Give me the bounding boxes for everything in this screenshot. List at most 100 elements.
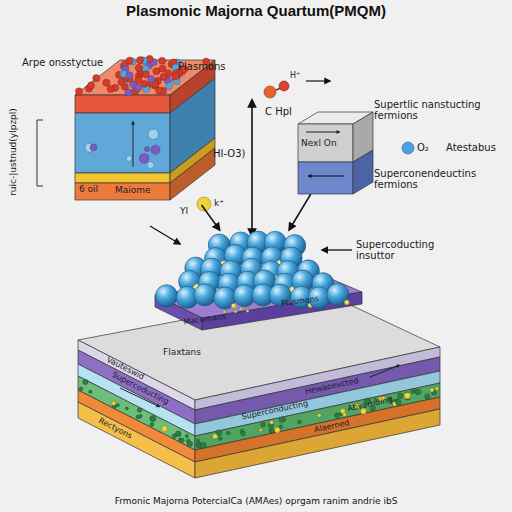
plasmon-ball	[93, 75, 100, 82]
fermion-sphere	[280, 247, 302, 269]
fermion-sphere	[179, 271, 201, 293]
layer-dot	[196, 439, 200, 443]
slab-layer	[78, 350, 195, 424]
plasmon-ball	[121, 83, 128, 90]
plasmon-ball	[164, 77, 171, 84]
node-label: Superconducting	[241, 400, 309, 423]
layer-dot	[365, 399, 371, 405]
ion-ball	[197, 197, 211, 211]
sphere-group	[156, 231, 350, 309]
bond-line	[276, 87, 283, 90]
annotation-label: k⁺	[214, 199, 224, 209]
plasmon-ball	[132, 87, 139, 94]
plasmon-ball	[173, 76, 180, 83]
bracket-tick	[37, 186, 43, 187]
top-face	[298, 112, 373, 124]
node-label: Alaerned	[314, 419, 351, 435]
plasmon-ball	[165, 82, 172, 89]
layer-dot	[308, 289, 311, 292]
layer-dot	[355, 404, 360, 409]
fermion-sphere	[253, 270, 275, 292]
layer-dot	[340, 409, 345, 414]
plasmon-ball	[150, 58, 157, 65]
layer-dot	[315, 285, 318, 288]
fermion-sphere	[247, 231, 269, 253]
layer-dot	[322, 292, 325, 295]
annotation-label: Atestabus	[446, 142, 496, 153]
fermion-sphere	[224, 244, 246, 266]
layer-dot	[136, 415, 140, 419]
particle	[148, 129, 158, 139]
particle	[139, 153, 149, 163]
layer-dot	[172, 434, 177, 439]
layer-dot	[275, 295, 278, 298]
inner-arrow	[308, 176, 344, 177]
particle	[126, 156, 131, 161]
leader-arrow	[322, 249, 352, 250]
node-label: Rectyons	[97, 417, 134, 441]
layer-dot	[212, 297, 215, 300]
plasmon-ball	[170, 59, 177, 66]
layer-dot	[79, 387, 83, 391]
slab-layer	[195, 347, 440, 410]
layer-dot	[279, 417, 285, 423]
plasmon-ball	[146, 55, 153, 62]
slab-layer	[78, 390, 195, 462]
plasmon-ball	[122, 65, 129, 72]
plasmon-ball	[144, 82, 151, 89]
node-label: Macomans	[183, 313, 227, 328]
layer-dot	[112, 404, 116, 408]
plasmon-ball	[75, 88, 82, 95]
fermion-sphere	[252, 284, 274, 306]
layer-dot	[226, 431, 230, 435]
fermion-sphere	[237, 271, 259, 293]
plasmon-ball	[155, 87, 162, 94]
node-outline	[150, 230, 365, 335]
layer-dot	[241, 431, 246, 436]
node-outline	[75, 55, 220, 205]
node-outline	[298, 112, 373, 194]
atom-ball	[264, 86, 276, 98]
fermion-sphere	[274, 273, 296, 295]
fermion-sphere	[327, 283, 349, 305]
node-outline	[70, 285, 445, 500]
plasmon-ball	[135, 72, 142, 79]
fermion-sphere	[218, 273, 240, 295]
plasmon-ball	[121, 75, 128, 82]
fermion-sphere	[277, 261, 299, 283]
ion-ball	[274, 274, 286, 286]
inner-arrow	[306, 132, 340, 133]
plasmon-ball	[87, 82, 94, 89]
side-layer	[353, 150, 373, 194]
slab-layer	[195, 397, 440, 462]
node-label: Abvarnding	[347, 396, 394, 414]
layer-dot	[405, 394, 411, 400]
outline-group	[78, 293, 440, 478]
layer-dot	[326, 279, 329, 282]
plasmon-plate: MacomansPlasmons	[150, 230, 365, 335]
ion-ball	[288, 286, 300, 298]
layer-dot	[415, 389, 421, 395]
atom-ball	[279, 81, 289, 91]
plasmon-ball	[148, 75, 155, 82]
layer-dot	[396, 400, 401, 405]
side-layer	[170, 78, 215, 173]
diagram-title: Plasmonic Majorna Quartum(PMQM)	[0, 3, 512, 20]
layer-dot	[298, 285, 301, 288]
fermion-sphere	[156, 285, 178, 307]
diagram-caption: Frmonic Majorna PotercialCa (AMAes) oprg…	[0, 497, 512, 507]
plasmon-ball	[160, 73, 167, 80]
layer-slab: FlaxtansVauteswidSupercoductingRectyonsH…	[70, 285, 445, 500]
top-face	[155, 272, 362, 318]
fermion-sphere	[264, 231, 286, 253]
layer-dot	[89, 390, 93, 394]
layer-dot	[248, 303, 251, 306]
fermion-sphere	[240, 258, 262, 280]
plasmon-ball	[152, 80, 159, 87]
flow-arrow-decor	[150, 226, 180, 244]
plasmon-ball	[142, 65, 149, 72]
oxygen-ball	[402, 142, 414, 154]
bracket-tick	[37, 120, 43, 121]
annotation-label: O₂	[417, 142, 429, 153]
layer-dot	[196, 442, 202, 448]
